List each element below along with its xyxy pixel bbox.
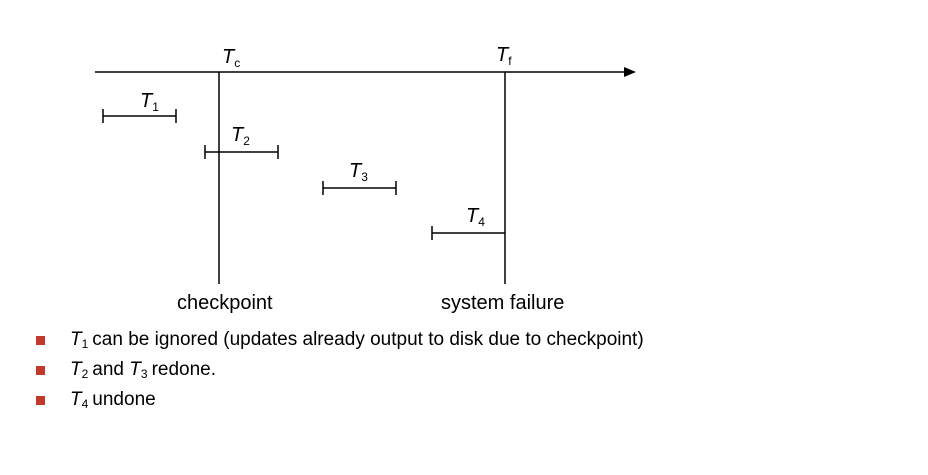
bullet-text-t4: undone xyxy=(92,389,156,410)
recovery-timeline-diagram: Tc Tf T1 T2 T3 T4 xyxy=(95,44,636,284)
t1-label: T1 xyxy=(140,90,159,114)
t4-symbol: T4 xyxy=(70,389,89,411)
t1-symbol: T1 xyxy=(70,329,89,351)
t2-symbol: T2 xyxy=(70,359,89,381)
t4-label: T4 xyxy=(466,205,485,229)
t2-label: T2 xyxy=(231,124,250,148)
bullet-square-icon xyxy=(36,396,45,405)
tc-label: Tc xyxy=(222,46,240,70)
transaction-t2: T2 xyxy=(204,124,279,159)
system-failure-caption: system failure xyxy=(441,292,565,314)
bullet-square-icon xyxy=(36,336,45,345)
transaction-t1: T1 xyxy=(102,90,177,123)
time-axis-arrowhead xyxy=(624,67,636,77)
t3-symbol: T3 xyxy=(129,359,148,381)
t3-label: T3 xyxy=(349,160,368,184)
bullet-square-icon xyxy=(36,366,45,375)
transaction-t3: T3 xyxy=(322,160,397,195)
transaction-t4: T4 xyxy=(431,205,505,240)
bullet-text-redone: redone. xyxy=(151,359,217,380)
bullet-text-t1: can be ignored (updates already output t… xyxy=(92,329,644,350)
tf-label: Tf xyxy=(496,44,512,68)
bullet-text-and: and xyxy=(92,359,124,380)
checkpoint-caption: checkpoint xyxy=(177,292,273,314)
